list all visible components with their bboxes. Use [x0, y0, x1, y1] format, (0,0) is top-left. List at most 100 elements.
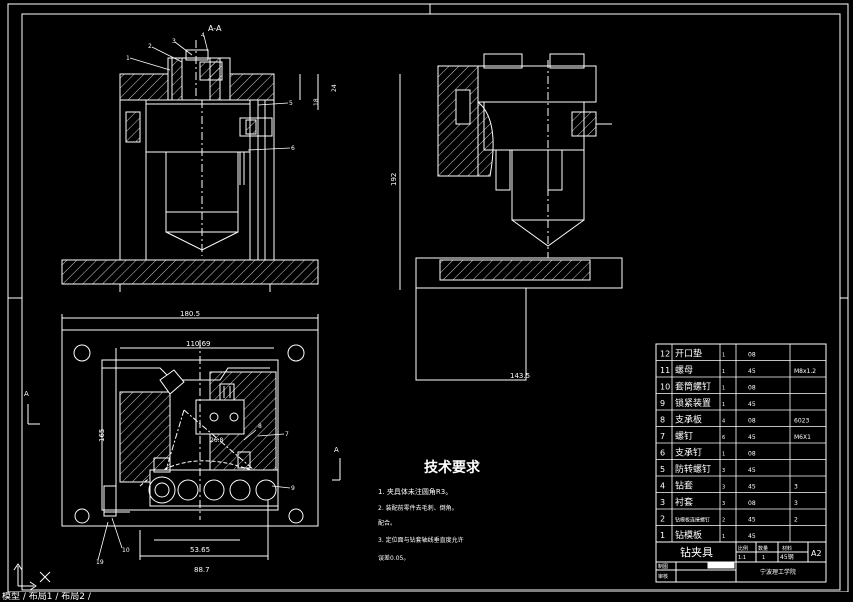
- bom-material: 45: [748, 533, 756, 540]
- title-block-drawn: 制图: [658, 563, 668, 570]
- bom-name: 钻模板连接螺钉: [675, 517, 710, 524]
- view-arrow-label-left: A: [24, 390, 29, 398]
- bom-qty: 6: [722, 435, 725, 441]
- bom-standard: 3: [794, 484, 798, 491]
- leader-3: 3: [172, 38, 176, 45]
- bom-qty: 1: [722, 452, 725, 458]
- title-block-checked: 审核: [658, 573, 668, 580]
- bom-standard: M6X1: [794, 434, 811, 441]
- bom-material: 45: [748, 434, 756, 441]
- bom-material: 08: [748, 451, 756, 458]
- view-arrow-a-left: [27, 404, 40, 425]
- dim-side-height: 192: [390, 173, 398, 186]
- dim-side-width: 143.5: [510, 372, 530, 380]
- bom-standard: 6023: [794, 418, 809, 425]
- front-section-view: [61, 40, 319, 292]
- tech-note-4: 3. 定位面与钻套轴线垂直度允许: [378, 536, 464, 544]
- tech-note-5: 误差0.05。: [378, 554, 409, 562]
- bom-qty: 2: [722, 518, 725, 524]
- bom-no: 5: [660, 465, 665, 474]
- bom-standard: M8x1.2: [794, 368, 816, 375]
- bom-no: 7: [660, 432, 665, 441]
- bom-qty: 4: [722, 419, 725, 425]
- tech-note-1: 1. 夹具体未注圆角R3。: [378, 487, 452, 496]
- bom-qty: 1: [722, 386, 725, 392]
- bom-material: 08: [748, 418, 756, 425]
- front-leaders: [129, 35, 291, 151]
- plan-leader-19: 19: [96, 559, 104, 566]
- bom-material: 45: [748, 401, 756, 408]
- dim-bottom-w1: 53.65: [190, 546, 210, 554]
- leader-2: 2: [148, 43, 152, 50]
- view-arrow-label-right: A: [334, 446, 339, 454]
- layout-tabs-status[interactable]: 模型 / 布局1 / 布局2 /: [0, 592, 853, 602]
- plan-leaders: [97, 429, 291, 561]
- dim-small-h1: 24: [331, 84, 338, 92]
- tech-note-3: 配合。: [378, 519, 396, 527]
- bom-no: 2: [660, 515, 665, 524]
- title-block-title: 钻夹具: [680, 545, 713, 559]
- bom-standard: 3: [794, 500, 798, 507]
- bom-name: 防转螺钉: [675, 463, 711, 475]
- title-block-school: 宁波理工学院: [760, 568, 796, 576]
- bom-no: 12: [660, 350, 670, 359]
- dim-top-width: 180.5: [180, 310, 200, 318]
- bom-no: 8: [660, 416, 665, 425]
- bom-qty: 1: [722, 534, 725, 540]
- bom-no: 9: [660, 399, 665, 408]
- bom-material: 08: [748, 500, 756, 507]
- bom-name: 开口垫: [675, 348, 702, 360]
- ucs-icon: [13, 563, 51, 591]
- dim-small-h2: 18: [313, 98, 320, 106]
- bom-name: 螺钉: [675, 431, 693, 442]
- bom-name: 钻套: [675, 480, 693, 492]
- bom-standard: 2: [794, 517, 798, 524]
- bom-name: 支承钉: [675, 447, 702, 459]
- plan-leader-10: 10: [122, 547, 130, 554]
- title-block-sheet: A2: [811, 549, 822, 558]
- plan-leader-8: 8: [258, 423, 262, 430]
- dim-mid: 26.8: [210, 437, 224, 444]
- bom-no: 3: [660, 498, 665, 507]
- bom-material: 45: [748, 467, 756, 474]
- section-label: A-A: [208, 24, 222, 33]
- bom-no: 4: [660, 482, 665, 491]
- bom-no: 10: [660, 383, 670, 392]
- bom-qty: 1: [722, 369, 725, 375]
- bom-material: 08: [748, 352, 756, 359]
- bom-qty: 3: [722, 501, 725, 507]
- leader-6: 6: [291, 145, 295, 152]
- title-block-material: 45钢: [780, 553, 794, 561]
- dim-left-height: 165: [98, 429, 106, 442]
- bom-name: 螺母: [675, 365, 693, 376]
- bom-material: 45: [748, 368, 756, 375]
- tech-title: 技术要求: [424, 459, 481, 476]
- bom-qty: 3: [722, 485, 725, 491]
- title-block: [655, 541, 827, 583]
- leader-4: 4: [201, 32, 205, 39]
- dim-bottom-w2: 88.7: [194, 566, 210, 574]
- leader-5: 5: [289, 100, 293, 107]
- bom-qty: 1: [722, 402, 725, 408]
- bom-qty: 1: [722, 353, 725, 359]
- bom-name: 锁紧装置: [675, 397, 711, 409]
- bom-qty: 3: [722, 468, 725, 474]
- dim-inner-width: 110.69: [186, 340, 211, 348]
- view-arrow-a-right: [332, 458, 341, 481]
- bom-no: 1: [660, 531, 665, 540]
- bom-no: 11: [660, 366, 670, 375]
- title-block-count: 1: [762, 555, 765, 561]
- bom-no: 6: [660, 449, 665, 458]
- side-view: [399, 53, 623, 381]
- bom-material: 45: [748, 484, 756, 491]
- title-block-scale: 1:1: [738, 555, 746, 561]
- title-block-hdr-material: 材料: [782, 545, 792, 552]
- leader-1: 1: [126, 55, 130, 62]
- bom-name: 钻模板: [675, 529, 702, 541]
- title-block-hdr-count: 数量: [758, 545, 768, 552]
- title-block-hdr-scale: 比例: [738, 545, 748, 552]
- bom-material: 45: [748, 517, 756, 524]
- bom-name: 衬套: [675, 496, 693, 508]
